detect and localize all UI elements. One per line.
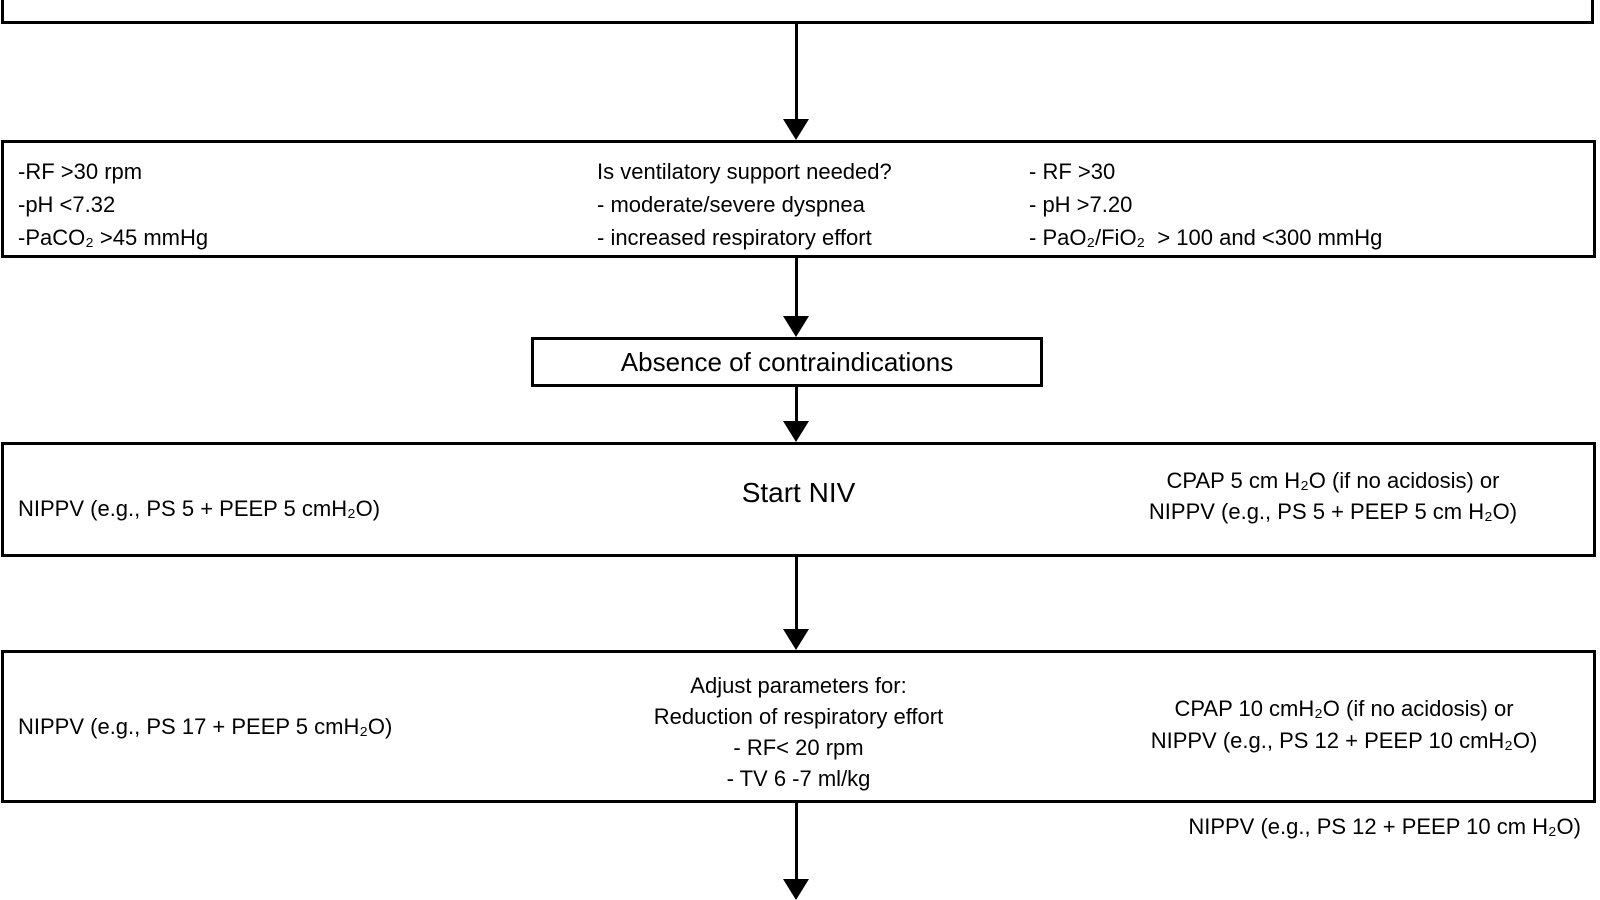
down-arrow-5 (782, 803, 810, 900)
start-niv-title: Start NIV (741, 477, 856, 508)
start-niv-box: NIPPV (e.g., PS 5 + PEEP 5 cmH₂O) Start … (1, 442, 1596, 557)
adjust-parameters-box: NIPPV (e.g., PS 17 + PEEP 5 cmH₂O) Adjus… (1, 650, 1596, 803)
arrow-shaft (794, 24, 798, 119)
criteria-item: - pH >7.20 (1029, 192, 1133, 217)
top-box (1, 0, 1594, 24)
adjust-center-line: - TV 6 -7 ml/kg (726, 766, 871, 791)
criteria-item: - RF >30 (1029, 159, 1116, 184)
arrow-shaft (794, 387, 798, 421)
adjust-center-line: Adjust parameters for: (690, 673, 907, 698)
criteria-item: -RF >30 rpm (18, 159, 143, 184)
arrow-head-icon (783, 119, 809, 140)
down-arrow-1 (782, 24, 810, 140)
adjust-right-settings: CPAP 10 cmH₂O (if no acidosis) or NIPPV … (1104, 693, 1584, 757)
arrow-head-icon (783, 629, 809, 650)
arrow-head-icon (783, 421, 809, 442)
criteria-center-column: Is ventilatory support needed? - moderat… (597, 155, 892, 254)
down-arrow-2 (782, 256, 810, 337)
down-arrow-4 (782, 555, 810, 650)
footnote-setting: NIPPV (e.g., PS 12 + PEEP 10 cm H₂O) (1188, 814, 1581, 839)
arrow-head-icon (783, 879, 809, 900)
criteria-item: - increased respiratory effort (597, 225, 872, 250)
criteria-item: - moderate/severe dyspnea (597, 192, 865, 217)
arrow-head-icon (783, 316, 809, 337)
arrow-shaft (794, 803, 798, 879)
criteria-item: - PaO₂/FiO₂ > 100 and <300 mmHg (1029, 225, 1383, 250)
criteria-right-column: - RF >30 - pH >7.20 - PaO₂/FiO₂ > 100 an… (1029, 155, 1382, 254)
adjust-right-line: NIPPV (e.g., PS 12 + PEEP 10 cmH₂O) (1150, 728, 1538, 753)
arrow-shaft (794, 256, 798, 316)
adjust-center-goals: Adjust parameters for: Reduction of resp… (4, 670, 1593, 794)
criteria-left-column: -RF >30 rpm -pH <7.32 -PaCO₂ >45 mmHg (18, 155, 208, 254)
arrow-shaft (794, 555, 798, 629)
start-left-setting: NIPPV (e.g., PS 5 + PEEP 5 cmH₂O) (18, 496, 381, 521)
down-arrow-3 (782, 387, 810, 442)
adjust-right-line: CPAP 10 cmH₂O (if no acidosis) or (1174, 696, 1514, 721)
start-right-settings: CPAP 5 cm H₂O (if no acidosis) or NIPPV … (1083, 465, 1583, 527)
adjust-center-line: - RF< 20 rpm (733, 735, 864, 760)
criteria-box: -RF >30 rpm -pH <7.32 -PaCO₂ >45 mmHg Is… (1, 140, 1596, 258)
absence-label: Absence of contraindications (620, 346, 954, 377)
criteria-question: Is ventilatory support needed? (597, 159, 892, 184)
start-right-line: NIPPV (e.g., PS 5 + PEEP 5 cm H₂O) (1148, 499, 1518, 524)
adjust-center-line: Reduction of respiratory effort (653, 704, 944, 729)
start-right-line: CPAP 5 cm H₂O (if no acidosis) or (1166, 468, 1500, 493)
absence-box: Absence of contraindications (531, 337, 1043, 387)
criteria-item: -PaCO₂ >45 mmHg (18, 225, 209, 250)
criteria-item: -pH <7.32 (18, 192, 116, 217)
adjust-left-setting: NIPPV (e.g., PS 17 + PEEP 5 cmH₂O) (18, 714, 393, 739)
